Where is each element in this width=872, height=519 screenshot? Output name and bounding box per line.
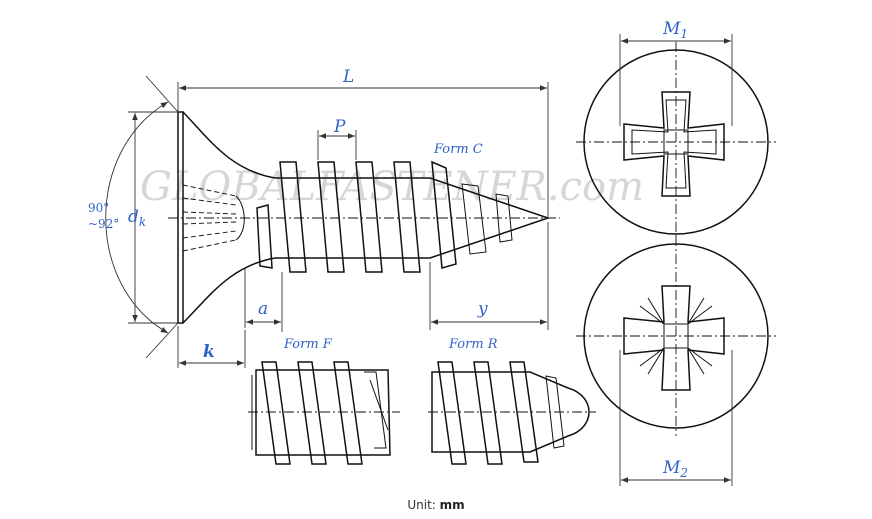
- label-angle-bottom: ~92°: [88, 217, 119, 231]
- unit-value: mm: [439, 498, 465, 512]
- form-r-view: Form R: [428, 337, 596, 465]
- watermark: GLOBALFASTENER.com: [140, 164, 644, 210]
- label-form-r: Form R: [448, 337, 498, 352]
- dimension-M2: M2: [619, 350, 733, 486]
- top-view-phillips: [576, 42, 776, 242]
- unit-prefix: Unit:: [407, 498, 440, 512]
- label-dk: dk: [128, 207, 146, 229]
- dimension-k: k: [177, 326, 246, 368]
- label-angle-top: 90°: [88, 201, 109, 215]
- label-y: y: [477, 299, 488, 319]
- top-view-pozidriv: [576, 236, 776, 436]
- label-L: L: [342, 67, 354, 87]
- dimension-P: P: [317, 117, 357, 160]
- label-k: k: [203, 342, 215, 362]
- dimension-y: y: [429, 222, 549, 330]
- screw-technical-drawing: GLOBALFASTENER.com L: [88, 19, 776, 486]
- form-f-view: Form F: [248, 337, 400, 465]
- dimension-dk: dk: [128, 111, 178, 324]
- dimension-M1: M1: [619, 19, 733, 126]
- label-M2: M2: [662, 458, 688, 480]
- label-P: P: [333, 117, 346, 137]
- dimension-L: L: [177, 67, 549, 218]
- label-form-f: Form F: [283, 337, 333, 352]
- unit-caption: Unit: mm: [0, 498, 872, 512]
- label-form-c: Form C: [433, 142, 483, 157]
- dimension-a: a: [244, 268, 283, 332]
- label-a: a: [258, 299, 268, 319]
- label-M1: M1: [662, 19, 688, 41]
- dimension-head-angle: 90° ~92°: [88, 75, 179, 359]
- screw-side-view: [168, 111, 560, 324]
